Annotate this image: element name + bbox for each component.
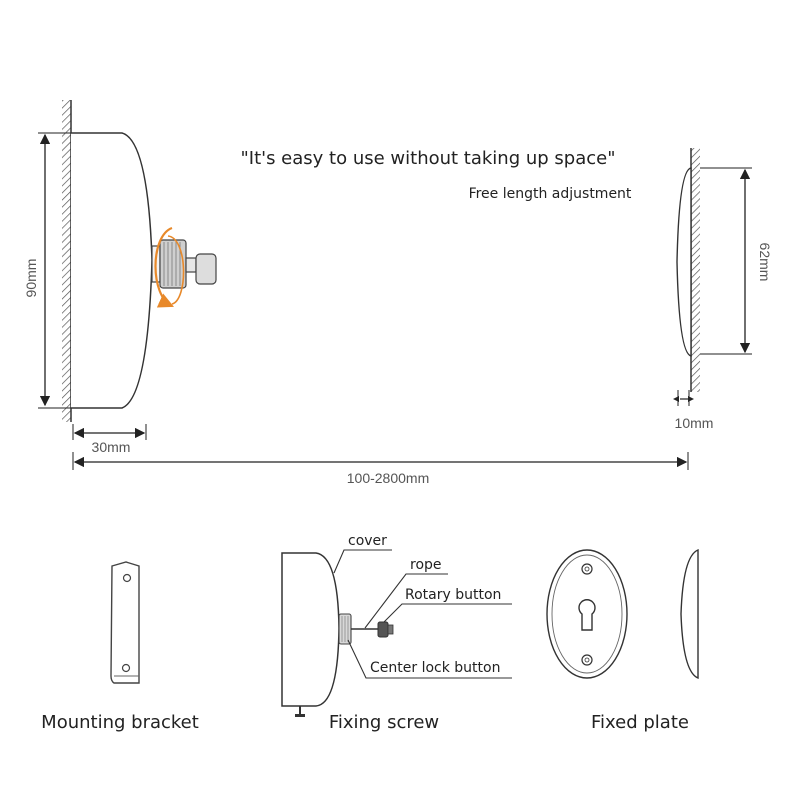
rotation-arrow-icon bbox=[154, 226, 175, 308]
leader-rope bbox=[364, 573, 448, 629]
bracket-body bbox=[110, 561, 140, 684]
rotary-button-part bbox=[377, 621, 389, 638]
dim-label-height-main: 90mm bbox=[23, 259, 39, 298]
main-unit-body bbox=[71, 132, 153, 409]
fixing-screw-head bbox=[295, 714, 305, 717]
left-wall-hatch bbox=[62, 100, 71, 422]
callout-rotary-button: Rotary button bbox=[405, 587, 501, 603]
fixed-plate-side-view: 62mm 10mm bbox=[673, 148, 773, 431]
callout-cover: cover bbox=[348, 533, 387, 549]
bracket-hole-bottom bbox=[121, 663, 131, 673]
mounting-bracket-drawing bbox=[110, 561, 140, 684]
unit-body bbox=[281, 552, 340, 707]
plate-keyhole bbox=[578, 599, 596, 631]
caption-mounting-bracket: Mounting bracket bbox=[41, 712, 199, 733]
main-unit-side-view: 90mm 30mm bbox=[23, 100, 217, 455]
knob-neck bbox=[185, 257, 197, 273]
plate-side-profile bbox=[680, 548, 699, 680]
caption-fixing-screw: Fixing screw bbox=[329, 712, 439, 733]
rotation-arrow-tail-icon bbox=[167, 235, 185, 305]
dim-label-depth-main: 30mm bbox=[92, 439, 131, 455]
plate-profile bbox=[676, 167, 692, 357]
knob-cap bbox=[195, 253, 217, 285]
bracket-hole-top bbox=[122, 573, 132, 583]
caption-fixed-plate: Fixed plate bbox=[591, 712, 689, 733]
callout-rope: rope bbox=[410, 557, 442, 573]
headline-text: "It's easy to use without taking up spac… bbox=[240, 148, 615, 169]
leader-rotary-button bbox=[383, 603, 512, 623]
plate-front-inner bbox=[551, 554, 623, 674]
unit-exploded-drawing bbox=[281, 549, 512, 717]
length-dimension: 100-2800mm bbox=[72, 452, 689, 486]
dim-label-height-plate: 62mm bbox=[757, 243, 773, 282]
fixed-plate-drawing bbox=[546, 548, 699, 680]
dim-label-depth-plate: 10mm bbox=[675, 415, 714, 431]
leader-cover bbox=[333, 549, 392, 574]
callout-center-lock-button: Center lock button bbox=[370, 660, 500, 676]
dim-label-length: 100-2800mm bbox=[347, 470, 430, 486]
right-wall-hatch bbox=[691, 148, 700, 392]
leader-center-lock-button bbox=[347, 639, 512, 679]
subheadline-text: Free length adjustment bbox=[469, 186, 632, 202]
